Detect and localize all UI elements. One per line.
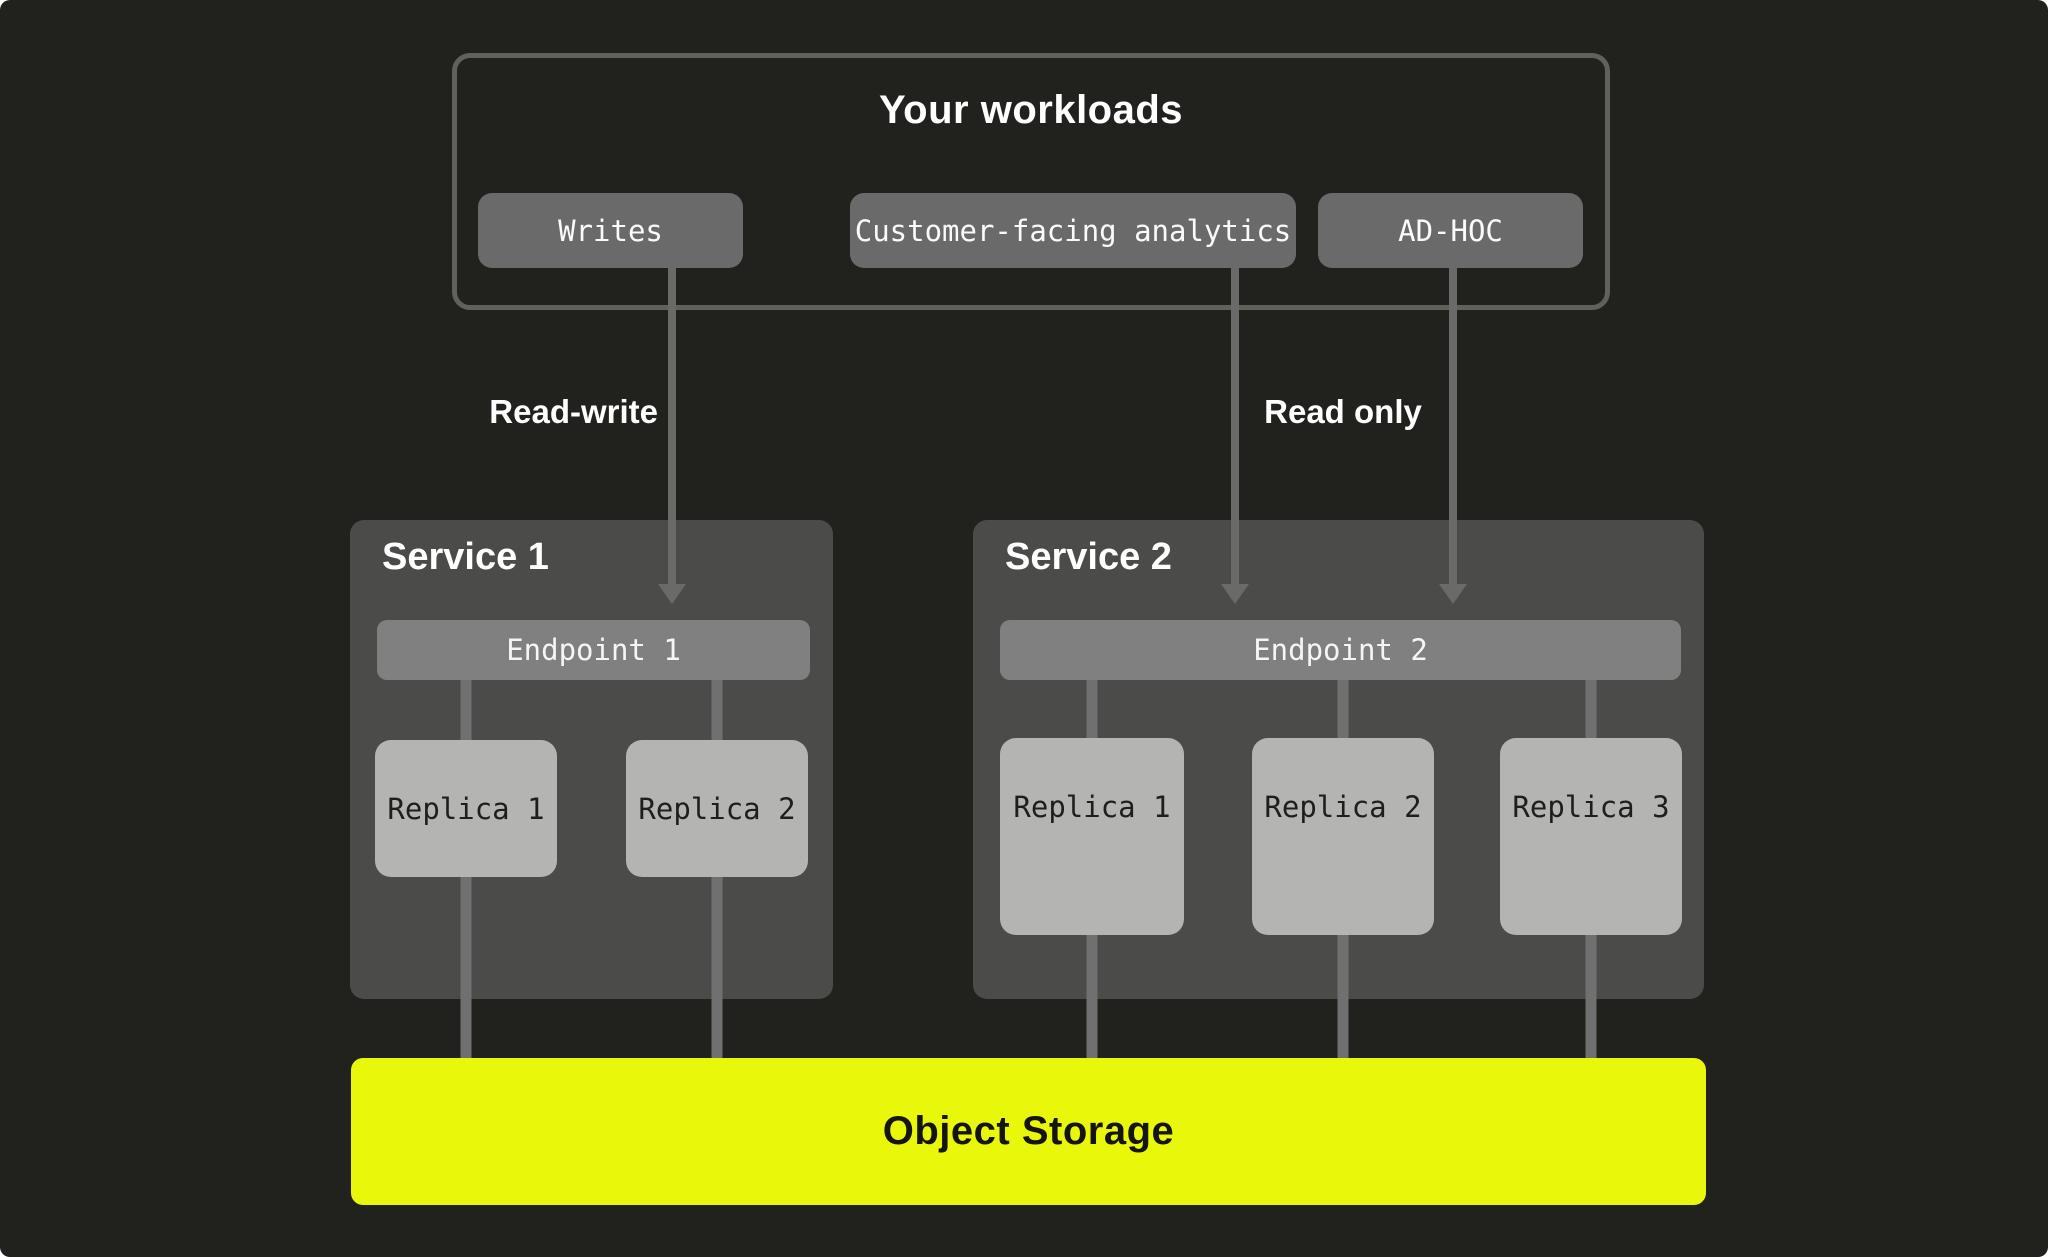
service-2-replica-3-label: Replica 3 bbox=[1512, 790, 1670, 824]
object-storage-bar: Object Storage bbox=[351, 1058, 1706, 1205]
object-storage-label: Object Storage bbox=[882, 1109, 1175, 1153]
service-2-replica-2: Replica 2 bbox=[1252, 738, 1434, 935]
workload-pill-writes: Writes bbox=[478, 193, 743, 268]
workloads-box bbox=[452, 53, 1610, 310]
service-2-endpoint-label: Endpoint 2 bbox=[1253, 633, 1428, 667]
service-2-replica-1: Replica 1 bbox=[1000, 738, 1184, 935]
workload-pill-writes-label: Writes bbox=[558, 213, 663, 248]
workloads-title: Your workloads bbox=[878, 88, 1184, 132]
service-1-replica-2: Replica 2 bbox=[626, 740, 808, 877]
read-only-label: Read only bbox=[1264, 393, 1422, 430]
service-1-replica-1-label: Replica 1 bbox=[387, 791, 545, 826]
service-2-title: Service 2 bbox=[1005, 536, 1172, 578]
workload-pill-adhoc-label: AD-HOC bbox=[1398, 213, 1503, 248]
service-2-replica-3: Replica 3 bbox=[1500, 738, 1682, 935]
service-1-replica-1: Replica 1 bbox=[375, 740, 557, 877]
service-1-endpoint: Endpoint 1 bbox=[377, 620, 810, 680]
service-1-title: Service 1 bbox=[382, 536, 549, 578]
service-1-replica-2-label: Replica 2 bbox=[638, 791, 796, 826]
service-1-endpoint-label: Endpoint 1 bbox=[506, 633, 681, 667]
workload-pill-customer-facing-analytics: Customer-facing analytics bbox=[850, 193, 1296, 268]
workload-pill-customer-facing-analytics-label: Customer-facing analytics bbox=[854, 213, 1292, 248]
service-2-replica-2-label: Replica 2 bbox=[1264, 790, 1422, 824]
service-2-endpoint: Endpoint 2 bbox=[1000, 620, 1681, 680]
workload-pill-adhoc: AD-HOC bbox=[1318, 193, 1583, 268]
read-write-label: Read-write bbox=[489, 393, 658, 430]
service-2-replica-1-label: Replica 1 bbox=[1013, 790, 1171, 824]
